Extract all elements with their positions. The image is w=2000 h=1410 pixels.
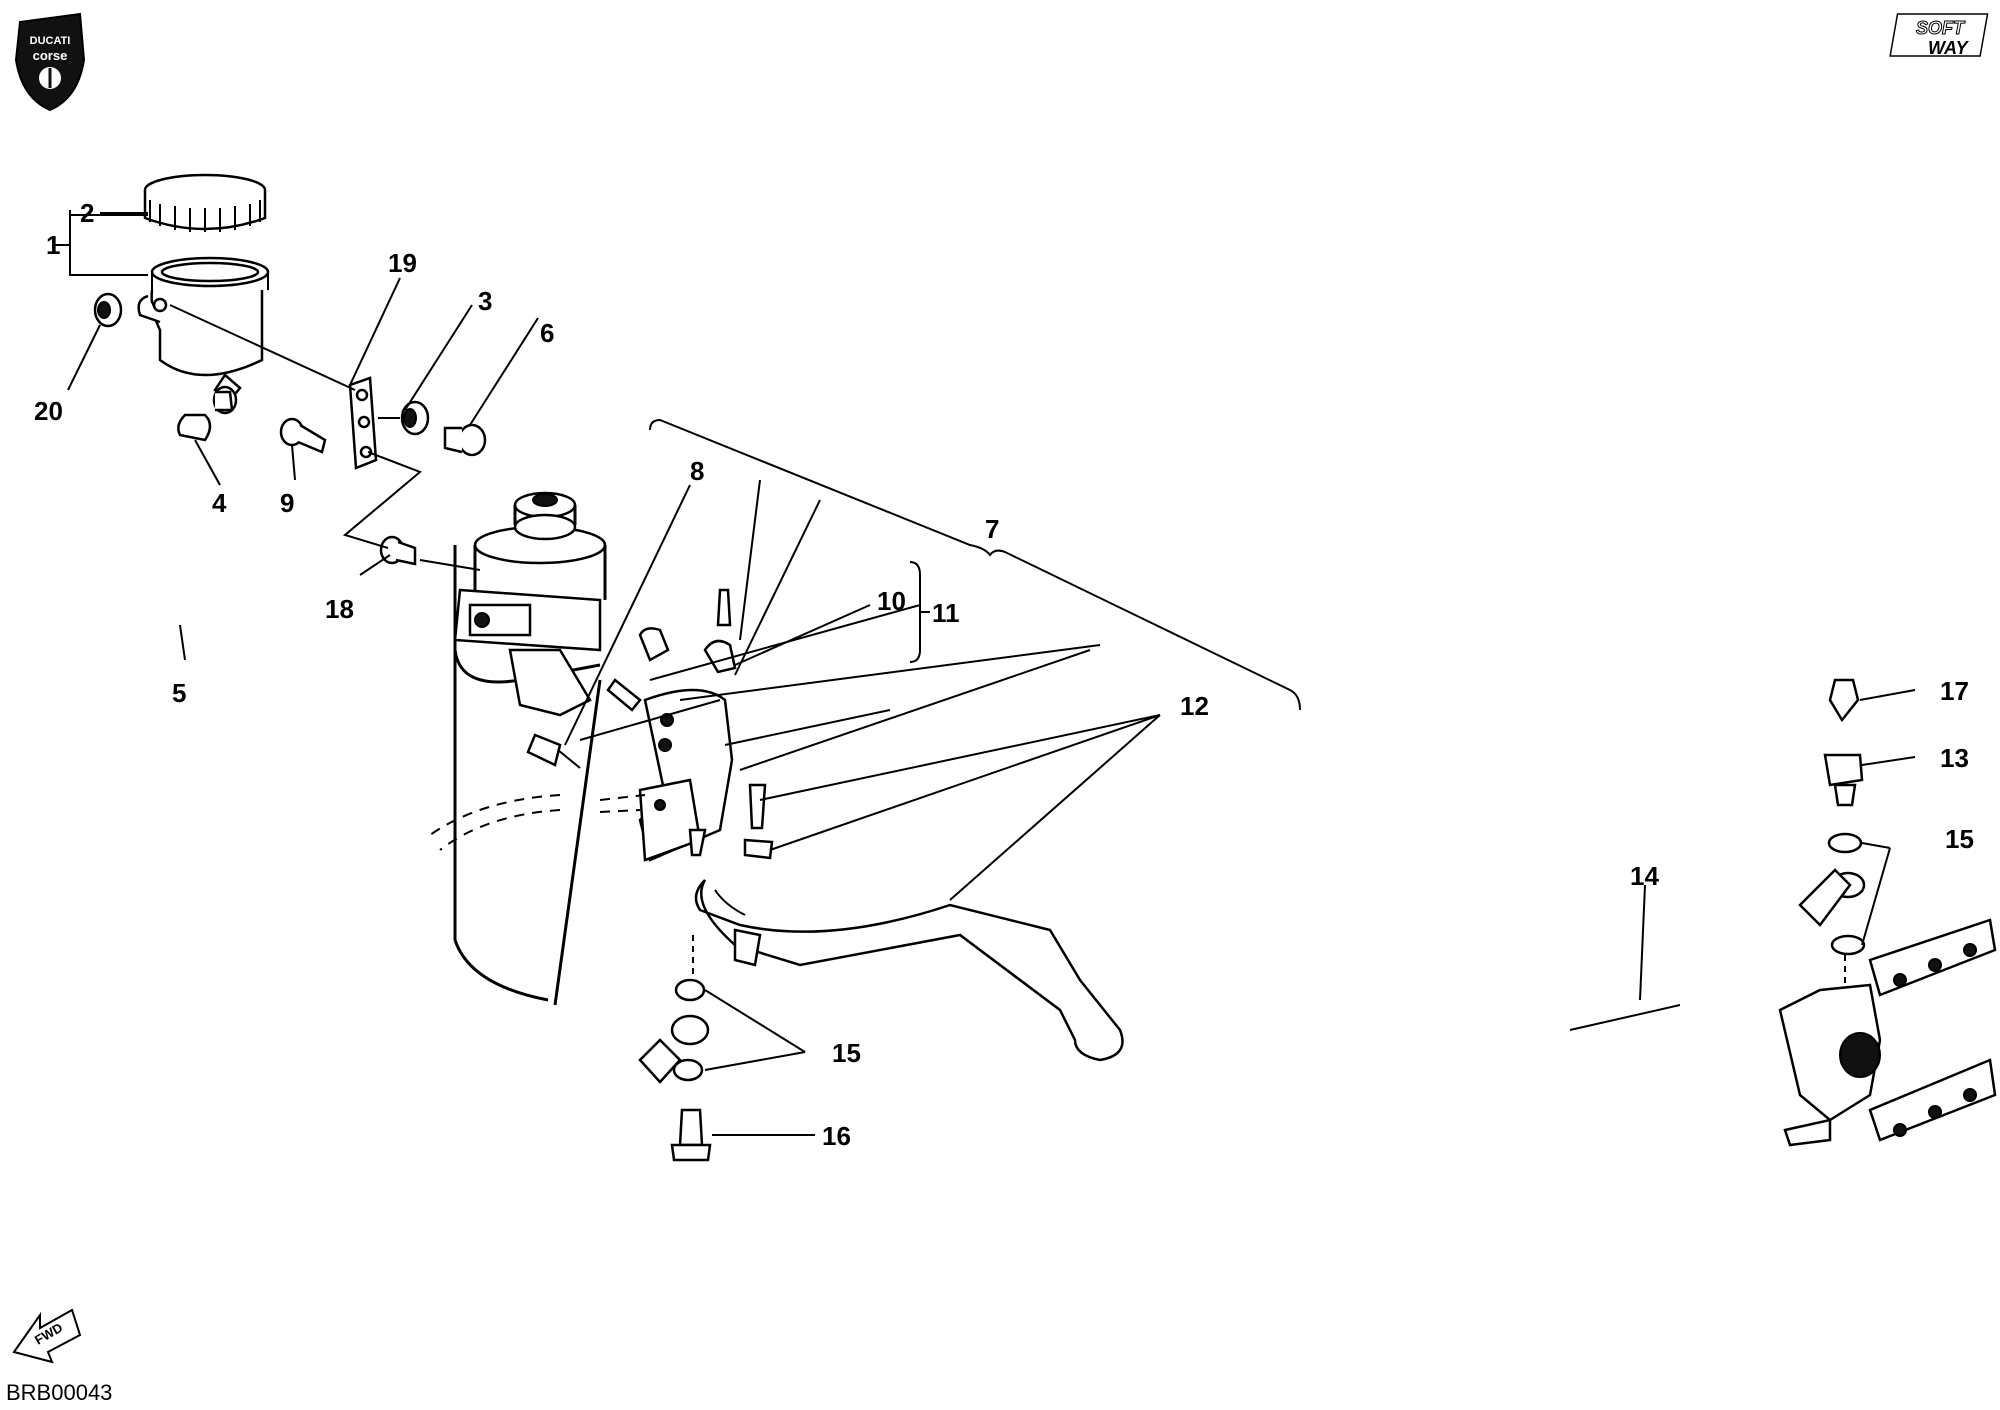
- reservoir-body: [137, 256, 270, 402]
- callout-11: 11: [932, 598, 960, 628]
- callout-2: 2: [80, 198, 94, 228]
- logo-left-line2: corse: [33, 48, 68, 63]
- callout-18: 18: [325, 594, 354, 624]
- reservoir-cap: [143, 173, 267, 232]
- screw-9: [279, 417, 327, 454]
- callout-3: 3: [478, 286, 492, 316]
- clutch-master-cylinder: [453, 479, 1101, 1006]
- callout-brace-7: [649, 418, 1301, 711]
- callout-8: 8: [690, 456, 704, 486]
- reservoir-hose-5: [119, 452, 493, 733]
- grommet-20: [93, 292, 123, 328]
- callout-16: 16: [822, 1121, 851, 1151]
- logo-right-line1: SOFT: [1916, 18, 1966, 38]
- callout-14: 14: [1630, 861, 1659, 891]
- callout-7: 7: [985, 514, 999, 544]
- callout-15-right: 15: [1945, 824, 1974, 854]
- mounting-bracket-19: [348, 376, 378, 470]
- forward-direction-icon: FWD: [12, 1308, 82, 1364]
- callout-17: 17: [1940, 676, 1969, 706]
- callout-5: 5: [172, 678, 186, 708]
- screw-18: [379, 535, 417, 566]
- banjo-fitting-right: [1798, 678, 1866, 985]
- screw-6: [443, 423, 487, 457]
- callout-19: 19: [388, 248, 417, 278]
- logo-right-line2: WAY: [1928, 38, 1970, 58]
- ducati-corse-logo: DUCATI corse: [14, 12, 86, 112]
- callout-9: 9: [280, 488, 294, 518]
- callout-brace-11: [909, 561, 930, 663]
- callout-bracket-1: [52, 210, 148, 276]
- callout-15-left: 15: [832, 1038, 861, 1068]
- slave-cylinder-chain: [1778, 918, 1997, 1147]
- callout-1: 1: [46, 230, 60, 260]
- callout-20: 20: [34, 396, 63, 426]
- callout-12: 12: [1180, 691, 1209, 721]
- clamp-4: [177, 385, 238, 442]
- logo-left-line1: DUCATI: [30, 35, 71, 47]
- clutch-lever: [694, 879, 1124, 1062]
- callout-6: 6: [540, 318, 554, 348]
- callout-13: 13: [1940, 743, 1969, 773]
- clutch-hose-14: [375, 794, 1785, 1115]
- spacer-3: [400, 400, 430, 436]
- drawing-code: BRB00043: [6, 1380, 112, 1405]
- callout-4: 4: [212, 488, 227, 518]
- callout-10: 10: [877, 586, 906, 616]
- callout-labels: 2 1 20 19 3 6 4 9 18 5 8 7 10 11 12 17 1…: [34, 198, 1974, 1151]
- banjo-fitting-left: [638, 935, 712, 1162]
- softway-logo: SOFT WAY: [1889, 13, 1989, 58]
- callout-leaders: [67, 212, 1916, 1136]
